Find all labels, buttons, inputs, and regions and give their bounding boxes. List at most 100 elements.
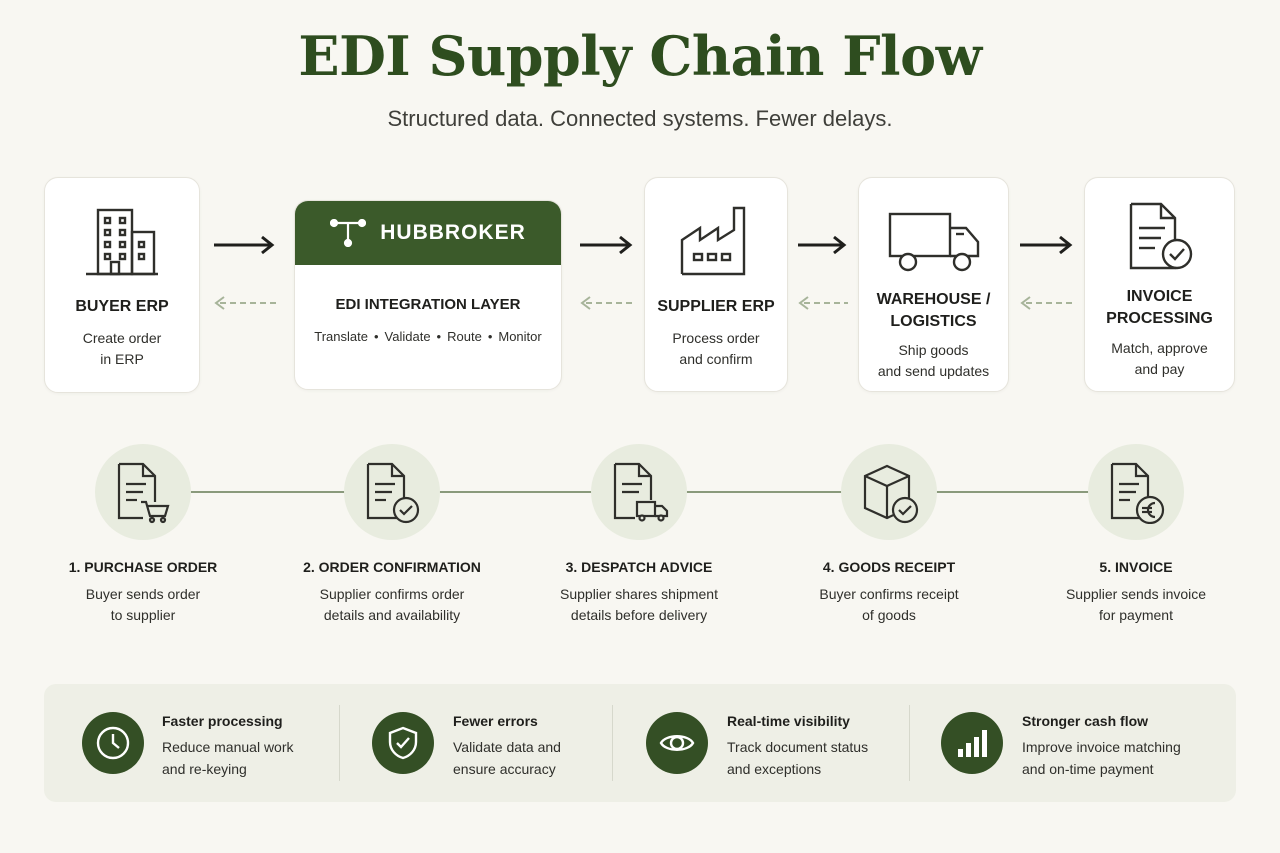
page-subtitle: Structured data. Connected systems. Fewe…: [387, 106, 893, 131]
benefit-icon-circle-cashflow: [941, 712, 1003, 774]
supplier-erp-title: SUPPLIER ERP: [657, 298, 775, 315]
benefit-desc-visibility: Track document status and exceptions: [727, 736, 927, 780]
step-desc-line2: details before delivery: [570, 607, 708, 623]
clock-icon: [96, 726, 130, 760]
warehouse-desc-line2: and send updates: [877, 363, 990, 379]
benefit-desc-line1: Improve invoice matching: [1022, 739, 1181, 755]
benefit-desc-faster: Reduce manual work and re-keying: [162, 736, 362, 780]
flow-arrow-back-3: [798, 296, 848, 310]
warehouse-card: WAREHOUSE / LOGISTICS Ship goods and sen…: [858, 177, 1009, 392]
eye-icon: [659, 735, 695, 751]
buyer-erp-desc: Create order in ERP: [45, 328, 199, 370]
document-cart-icon: [117, 462, 170, 524]
hub-header: HUBBROKER: [295, 201, 561, 265]
benefit-icon-circle-errors: [372, 712, 434, 774]
step-title-order-confirmation: 2. ORDER CONFIRMATION: [303, 559, 481, 575]
step-desc-line1: Supplier confirms order: [319, 586, 465, 602]
supplier-erp-desc-line2: and confirm: [679, 351, 753, 367]
supplier-erp-desc-line1: Process order: [672, 330, 760, 346]
step-desc-line1: Buyer confirms receipt: [819, 586, 959, 602]
hub-functions: Translate • Validate • Route • Monitor: [295, 329, 561, 344]
document-check-icon: [1129, 202, 1192, 270]
flow-arrow-back-1: [214, 296, 276, 310]
step-title-goods-receipt: 4. GOODS RECEIPT: [822, 559, 956, 575]
benefit-icon-circle-visibility: [646, 712, 708, 774]
benefit-title-visibility: Real-time visibility: [727, 713, 850, 729]
benefit-desc-line2: and re-keying: [162, 761, 247, 777]
warehouse-title-line2: LOGISTICS: [890, 313, 977, 330]
benefit-desc-errors: Validate data and ensure accuracy: [453, 736, 653, 780]
step-desc-invoice: Supplier sends invoice for payment: [1016, 584, 1256, 626]
box-check-icon: [863, 464, 919, 524]
hub-function-route: Route: [447, 329, 482, 344]
step-circle-order-confirmation: [344, 444, 440, 540]
shield-check-icon: [388, 726, 418, 760]
hub-card: HUBBROKER EDI INTEGRATION LAYER Translat…: [294, 200, 562, 390]
benefit-title-cashflow: Stronger cash flow: [1022, 713, 1149, 729]
building-icon: [86, 208, 158, 276]
invoice-processing-card: INVOICE PROCESSING Match, approve and pa…: [1084, 177, 1235, 392]
invoice-processing-desc-line1: Match, approve: [1111, 340, 1208, 356]
network-hub-icon: [330, 219, 367, 247]
invoice-processing-title-line1: INVOICE: [1126, 288, 1193, 305]
benefit-desc-line1: Track document status: [727, 739, 869, 755]
invoice-processing-title: INVOICE PROCESSING: [1085, 286, 1234, 330]
warehouse-desc: Ship goods and send updates: [859, 340, 1008, 382]
warehouse-title-line1: WAREHOUSE /: [876, 291, 991, 308]
benefit-title-errors: Fewer errors: [453, 713, 538, 729]
document-euro-icon: [1110, 462, 1165, 524]
benefit-desc-line2: ensure accuracy: [453, 761, 556, 777]
supplier-erp-desc: Process order and confirm: [645, 328, 787, 370]
document-truck-icon: [613, 462, 669, 522]
hub-function-translate: Translate: [314, 329, 368, 344]
benefit-desc-line1: Validate data and: [453, 739, 561, 755]
warehouse-title: WAREHOUSE / LOGISTICS: [859, 289, 1008, 333]
invoice-processing-desc: Match, approve and pay: [1085, 338, 1234, 380]
step-circle-goods-receipt: [841, 444, 937, 540]
benefit-divider: [909, 705, 910, 781]
step-title-purchase-order: 1. PURCHASE ORDER: [68, 559, 218, 575]
invoice-processing-title-line2: PROCESSING: [1106, 310, 1213, 327]
document-check-icon: [366, 462, 420, 524]
step-title-despatch-advice: 3. DESPATCH ADVICE: [565, 559, 713, 575]
step-desc-line1: Supplier sends invoice: [1065, 586, 1207, 602]
buyer-erp-title: BUYER ERP: [75, 298, 169, 315]
supplier-erp-card: SUPPLIER ERP Process order and confirm: [644, 177, 788, 392]
step-desc-order-confirmation: Supplier confirms order details and avai…: [272, 584, 512, 626]
step-desc-goods-receipt: Buyer confirms receipt of goods: [769, 584, 1009, 626]
truck-icon: [888, 212, 979, 272]
hub-function-monitor: Monitor: [498, 329, 542, 344]
step-desc-line2: for payment: [1099, 607, 1173, 623]
step-desc-line2: to supplier: [110, 607, 176, 623]
benefit-divider: [612, 705, 613, 781]
benefit-title-faster: Faster processing: [162, 713, 283, 729]
step-desc-despatch-advice: Supplier shares shipment details before …: [519, 584, 759, 626]
buyer-erp-card: BUYER ERP Create order in ERP: [44, 177, 200, 393]
flow-arrow-right-2: [580, 235, 633, 255]
page-title: EDI Supply Chain Flow: [298, 24, 982, 88]
benefits-panel: [44, 684, 1236, 802]
step-desc-line2: of goods: [862, 607, 916, 623]
benefit-desc-line2: and on-time payment: [1022, 761, 1154, 777]
benefit-desc-line1: Reduce manual work: [162, 739, 294, 755]
step-title-invoice: 5. INVOICE: [1099, 559, 1173, 575]
hub-separator: •: [373, 329, 379, 344]
flow-arrow-right-3: [798, 235, 847, 255]
invoice-processing-desc-line2: and pay: [1134, 361, 1185, 377]
step-desc-line1: Supplier shares shipment: [560, 586, 718, 602]
flow-arrow-right-1: [214, 235, 275, 255]
hub-function-validate: Validate: [384, 329, 431, 344]
hub-separator: •: [487, 329, 493, 344]
warehouse-desc-line1: Ship goods: [898, 342, 969, 358]
step-circle-purchase-order: [95, 444, 191, 540]
bar-chart-icon: [958, 730, 987, 757]
hub-separator: •: [436, 329, 442, 344]
hub-brand-name: HUBBROKER: [380, 221, 526, 244]
benefit-icon-circle-faster: [82, 712, 144, 774]
flow-arrow-back-2: [580, 296, 634, 310]
step-desc-line1: Buyer sends order: [85, 586, 201, 602]
hub-title: EDI INTEGRATION LAYER: [335, 296, 521, 313]
benefit-desc-cashflow: Improve invoice matching and on-time pay…: [1022, 736, 1222, 780]
buyer-erp-desc-line2: in ERP: [100, 351, 144, 367]
step-circle-despatch-advice: [591, 444, 687, 540]
